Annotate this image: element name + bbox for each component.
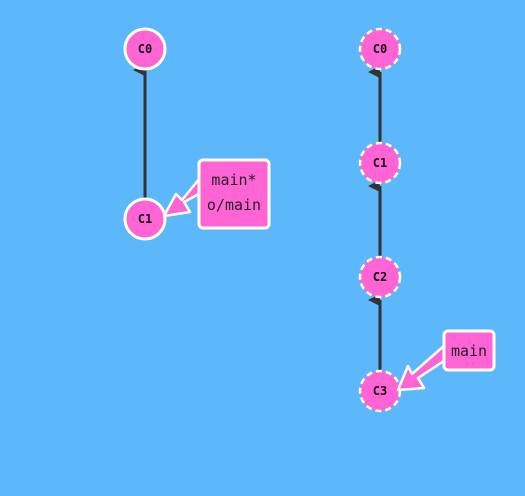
remote-commit-c2-label: C2: [373, 270, 387, 284]
remote-commit-c3-label: C3: [373, 384, 387, 398]
remote-commit-c1[interactable]: C1: [358, 141, 402, 185]
remote-branch-main-label: main: [451, 342, 487, 360]
remote-commit-c1-label: C1: [373, 156, 387, 170]
branch-o-main-label: o/main: [207, 196, 261, 214]
remote-commit-c2[interactable]: C2: [358, 255, 402, 299]
remote-commit-c0[interactable]: C0: [358, 27, 402, 71]
commit-c1[interactable]: C1: [123, 197, 167, 241]
remote-repo: C0 C1 C2 C3 main: [358, 27, 496, 413]
branch-label-main-o-main[interactable]: main* o/main: [162, 158, 271, 230]
local-repo: C0 C1 main* o/main: [123, 27, 271, 241]
remote-commit-c3[interactable]: C3: [358, 369, 402, 413]
commit-c0[interactable]: C0: [123, 27, 167, 71]
remote-branch-label-main[interactable]: main: [396, 329, 496, 392]
remote-branch-pointer-arrow: [396, 343, 452, 392]
commit-c1-label: C1: [138, 212, 152, 226]
remote-commit-c0-label: C0: [373, 42, 387, 56]
branch-main-label: main*: [211, 171, 256, 189]
commit-c0-label: C0: [138, 42, 152, 56]
